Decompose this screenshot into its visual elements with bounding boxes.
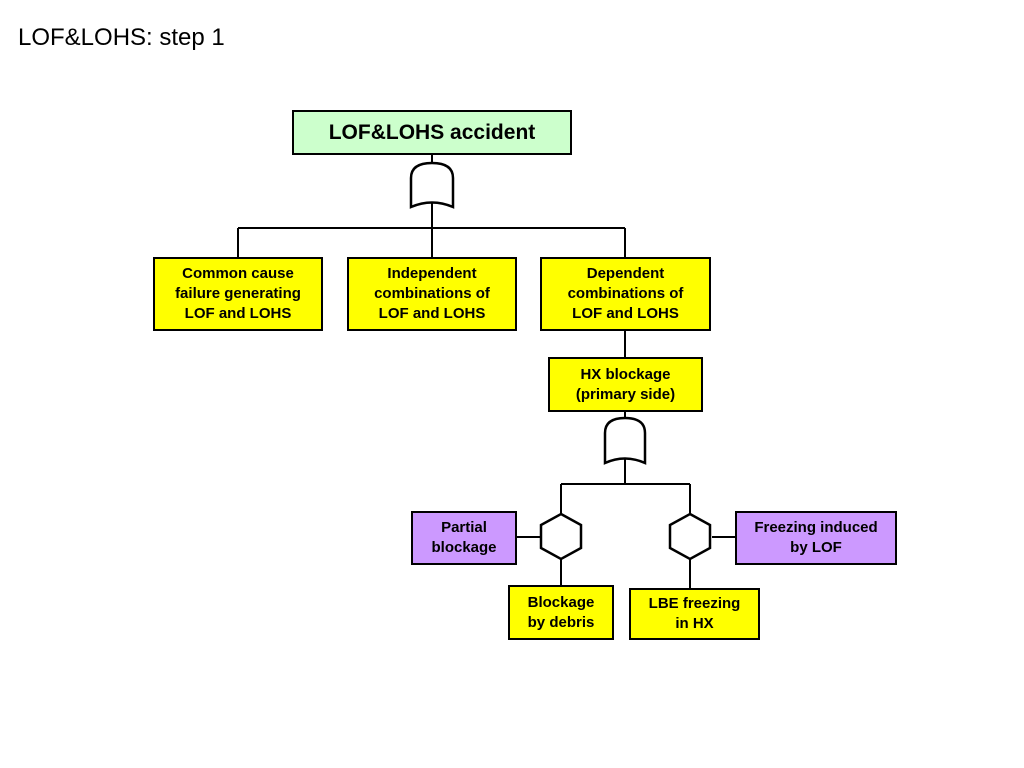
freezing-lof-condition: Freezing induced by LOF xyxy=(735,511,897,565)
partial-blockage-condition: Partial blockage xyxy=(411,511,517,565)
or-gate-icon xyxy=(409,161,455,209)
or-gate-icon xyxy=(603,416,647,465)
lbe-freezing-event: LBE freezing in HX xyxy=(629,588,760,640)
slide-title: LOF&LOHS: step 1 xyxy=(18,24,225,51)
independent-combinations-event: Independent combinations of LOF and LOHS xyxy=(347,257,517,331)
inhibit-gate-icon xyxy=(539,512,583,561)
common-cause-event: Common cause failure generating LOF and … xyxy=(153,257,323,331)
top-event-box: LOF&LOHS accident xyxy=(292,110,572,155)
inhibit-gate-icon xyxy=(668,512,712,561)
blockage-debris-event: Blockage by debris xyxy=(508,585,614,640)
hx-blockage-event: HX blockage (primary side) xyxy=(548,357,703,412)
dependent-combinations-event: Dependent combinations of LOF and LOHS xyxy=(540,257,711,331)
